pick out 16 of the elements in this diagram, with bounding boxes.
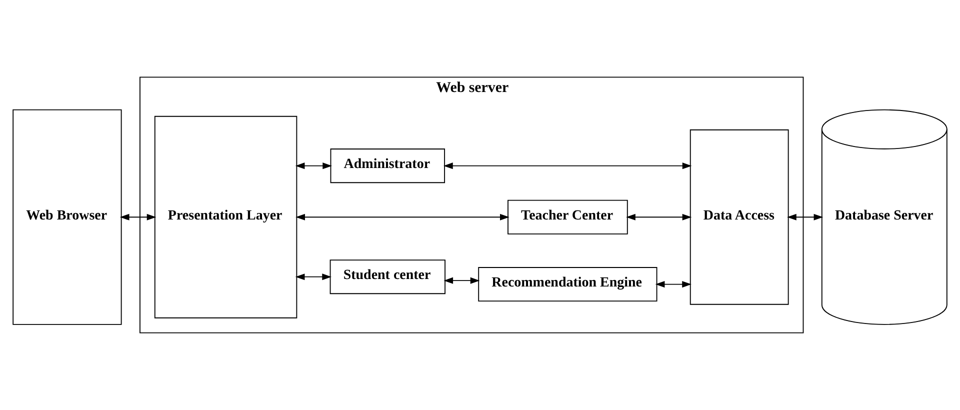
arrow [787, 214, 824, 220]
node-box: Teacher Center [508, 200, 628, 234]
node-box: Recommendation Engine [478, 267, 658, 302]
node-box: Administrator [330, 148, 446, 184]
arrow [120, 214, 156, 220]
arrow [655, 281, 692, 288]
arrow [296, 214, 510, 220]
node-box: Data Access [690, 129, 789, 305]
arrow [295, 162, 332, 170]
node-box: Presentation Layer [154, 116, 298, 318]
arrow [626, 214, 692, 220]
node-box: Student center [330, 260, 446, 294]
node-box: Web Browser [12, 109, 122, 325]
arrow [295, 274, 332, 280]
arrow [444, 277, 480, 284]
arrow [444, 162, 692, 170]
